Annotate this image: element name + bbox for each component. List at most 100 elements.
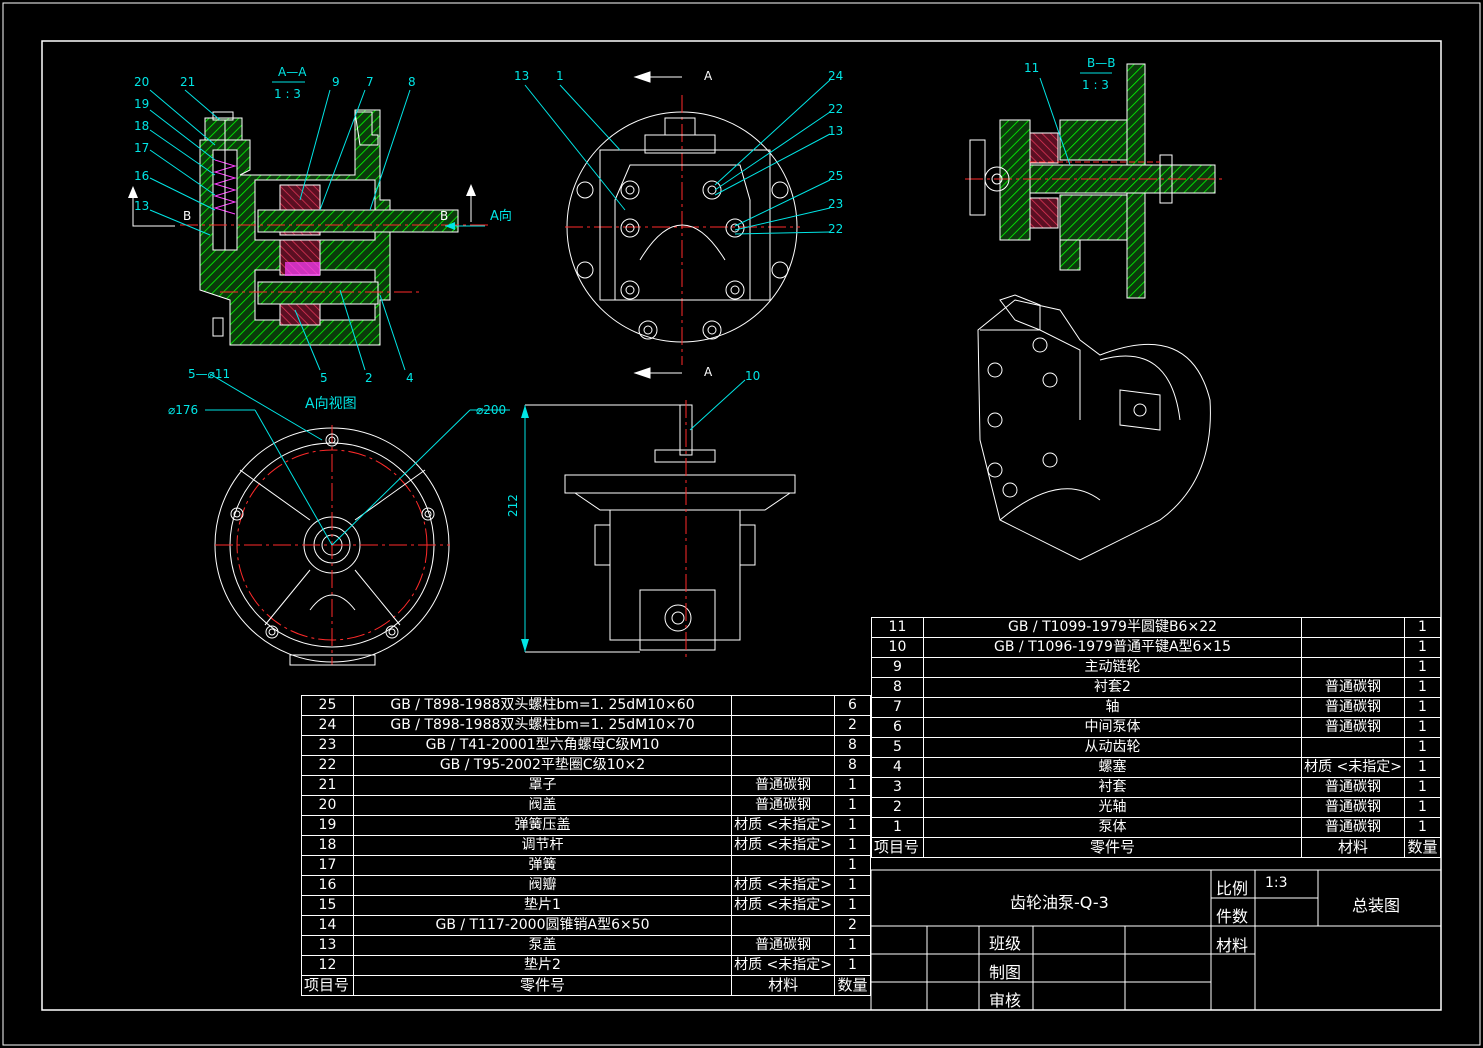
callout-10: 10 <box>745 369 760 383</box>
callout-22-bottom: 22 <box>828 222 843 236</box>
callout-18: 18 <box>134 119 149 133</box>
material-label: 材料 <box>1216 936 1249 955</box>
bom-cell-qty: 2 <box>834 715 871 736</box>
bom-cell-mat: 普通碳钢 <box>1301 797 1406 818</box>
inner-frame <box>41 40 1442 1011</box>
bom-cell-qty: 1 <box>1404 657 1441 678</box>
bom-cell-mat <box>1301 657 1406 678</box>
bom-cell-qty: 1 <box>834 895 871 916</box>
bom-cell-no: 19 <box>301 815 354 836</box>
bom-cell-mat: 材质 <未指定> <box>731 815 836 836</box>
bom-cell-qty: 1 <box>834 775 871 796</box>
a-direction-label: A向 <box>490 208 512 224</box>
bom-cell-name: GB / T95-2002平垫圈C级10×2 <box>352 755 733 776</box>
bom-cell-mat <box>731 855 836 876</box>
section-aa-view: A—A 1 : 3 B B A向 <box>128 65 512 385</box>
bom-cell-mat <box>1301 737 1406 758</box>
bom-cell-no: 17 <box>301 855 354 876</box>
bom-header-row: 项目号零件号材料数量 <box>301 975 871 996</box>
dim-phi176: ⌀176 <box>168 403 198 417</box>
dim-5-phi11: 5—⌀11 <box>188 367 230 381</box>
check-label: 审核 <box>989 991 1022 1010</box>
bom-cell-mat: 普通碳钢 <box>1301 677 1406 698</box>
bom-cell-no: 24 <box>301 715 354 736</box>
callout-8: 8 <box>408 75 416 89</box>
callout-11: 11 <box>1024 61 1039 75</box>
bom-cell-name: 阀瓣 <box>352 875 733 896</box>
bom-cell-no: 11 <box>871 617 924 638</box>
bom-cell-no: 3 <box>871 777 924 798</box>
bom-cell-name: GB / T898-1988双头螺柱bm=1. 25dM10×70 <box>352 715 733 736</box>
bom-cell-mat: 普通碳钢 <box>731 935 836 956</box>
bom-cell-mat <box>731 695 836 716</box>
section-mark-b-left: B <box>183 209 191 223</box>
bom-cell-qty: 1 <box>834 955 871 976</box>
bom-cell-qty: 1 <box>834 795 871 816</box>
bom-cell-qty: 1 <box>1404 797 1441 818</box>
callout-23: 23 <box>828 197 843 211</box>
callout-13-front-right: 13 <box>828 124 843 138</box>
bom-cell-name: 垫片1 <box>352 895 733 916</box>
bom-cell-mat: 普通碳钢 <box>731 795 836 816</box>
callout-7: 7 <box>366 75 374 89</box>
bom-cell-no: 23 <box>301 735 354 756</box>
bom-cell-qty: 1 <box>1404 697 1441 718</box>
callout-24: 24 <box>828 69 843 83</box>
callout-13-aa: 13 <box>134 199 149 213</box>
bom-cell-mat: 普通碳钢 <box>1301 717 1406 738</box>
bom-cell-no: 项目号 <box>301 975 354 996</box>
drawn-label: 制图 <box>989 963 1022 982</box>
bom-cell-mat: 材质 <未指定> <box>731 955 836 976</box>
bom-cell-qty: 1 <box>834 935 871 956</box>
section-aa-scale: 1 : 3 <box>274 87 301 101</box>
bom-cell-qty: 8 <box>834 735 871 756</box>
front-section-mark-top: A <box>704 69 713 83</box>
bom-cell-name: 衬套2 <box>922 677 1303 698</box>
title-block-lines <box>870 869 1442 1011</box>
bom-cell-name: 泵盖 <box>352 935 733 956</box>
bom-cell-no: 25 <box>301 695 354 716</box>
bom-cell-no: 9 <box>871 657 924 678</box>
bom-cell-mat: 普通碳钢 <box>731 775 836 796</box>
bom-cell-mat: 普通碳钢 <box>1301 697 1406 718</box>
bom-cell-mat: 材质 <未指定> <box>1301 757 1406 778</box>
section-mark-b-right: B <box>440 209 448 223</box>
bom-cell-name: 零件号 <box>352 975 733 996</box>
callout-20: 20 <box>134 75 149 89</box>
callout-9: 9 <box>332 75 340 89</box>
scale-label: 比例 <box>1216 879 1249 898</box>
bom-cell-qty: 数量 <box>834 975 871 996</box>
callout-21: 21 <box>180 75 195 89</box>
bom-cell-name: GB / T1099-1979半圆键B6×22 <box>922 617 1303 638</box>
bom-cell-name: 螺塞 <box>922 757 1303 778</box>
callout-25: 25 <box>828 169 843 183</box>
bom-cell-no: 项目号 <box>871 837 924 858</box>
bom-header-row: 项目号零件号材料数量 <box>871 837 1441 858</box>
bom-cell-no: 20 <box>301 795 354 816</box>
bom-cell-no: 21 <box>301 775 354 796</box>
bom-cell-no: 7 <box>871 697 924 718</box>
bom-cell-name: 中间泵体 <box>922 717 1303 738</box>
callout-1: 1 <box>556 69 564 83</box>
bom-cell-no: 22 <box>301 755 354 776</box>
section-bb-scale: 1 : 3 <box>1082 78 1109 92</box>
bom-cell-mat: 材质 <未指定> <box>731 875 836 896</box>
bom-cell-mat <box>731 915 836 936</box>
bom-cell-no: 1 <box>871 817 924 838</box>
bom-cell-no: 6 <box>871 717 924 738</box>
